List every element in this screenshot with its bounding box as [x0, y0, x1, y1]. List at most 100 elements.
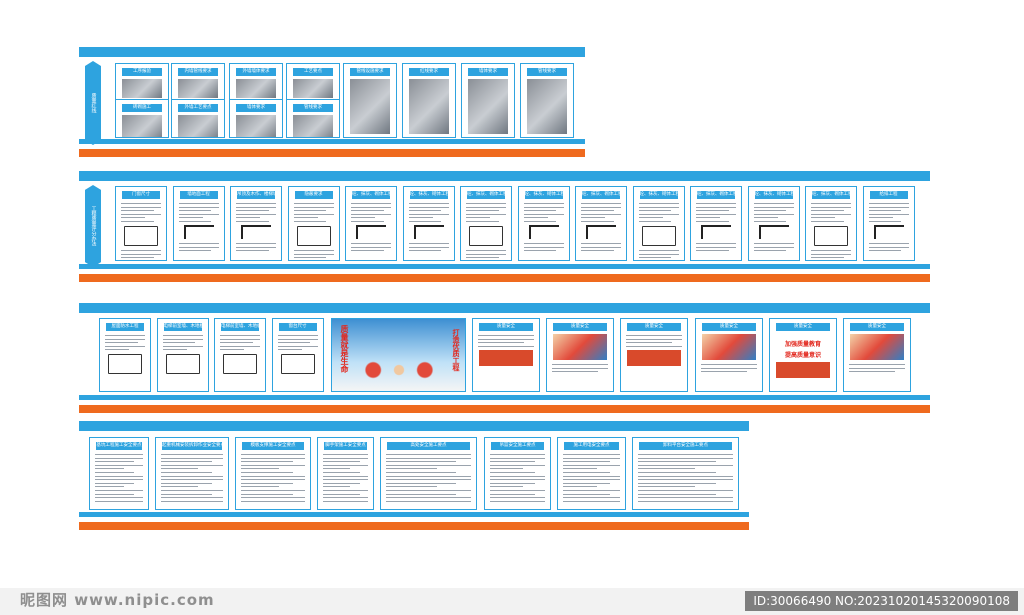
cartoon-figure [850, 334, 904, 360]
photo-panel: 墙体要求 [461, 63, 515, 138]
photo-panel: 管线设施要求 [343, 63, 397, 138]
row-1-side-label: 质量红线 [85, 61, 101, 145]
safety-cartoon-panel: 质量安全 [620, 318, 688, 392]
cartoon-figure [479, 349, 533, 366]
photo-panel: 砖砌施工 [115, 99, 169, 138]
panel-heading: 外墙墙体要求 [236, 68, 276, 76]
site-photo [178, 115, 218, 137]
site-photo [178, 79, 218, 98]
panel-heading: 管线要求 [527, 68, 567, 76]
standard-panel: 隐蔽要求 [287, 186, 340, 261]
panel-heading: 砖砌施工 [122, 104, 162, 112]
site-photo [468, 79, 508, 134]
panel-heading: 墙体要求 [236, 104, 276, 112]
cartoon-figure [553, 334, 607, 360]
panel-heading: 基坑工程施工安全要点 [96, 442, 142, 450]
quality-poster: 质量就是生命 打造优质工程 [331, 318, 466, 392]
panel-heading: 吊篮安全施工要点 [491, 442, 544, 450]
panel-heading: 质量安全 [702, 323, 756, 331]
standard-panel: 砼、抹灰、砌体工程 [517, 186, 570, 261]
safety-text-panel: 施工用电安全要点 [557, 437, 626, 510]
panel-heading: 管线设施要求 [350, 68, 390, 76]
panel-heading: 砼、抹灰、砌体工程 [467, 191, 505, 199]
panel-heading: 砼、抹灰、砌体工程 [697, 191, 735, 199]
site-photo [293, 79, 333, 98]
drawing [241, 224, 271, 239]
photo-panel: 工序报验 [115, 63, 169, 102]
panel-heading: 起重机械安装拆卸作业安全要点 [162, 442, 222, 450]
panel-heading: 砼、抹灰、砌体工程 [409, 191, 448, 199]
site-photo [293, 115, 333, 137]
drawing [183, 224, 214, 239]
panel-heading: 红线要求 [409, 68, 449, 76]
panel-heading: 管线要求 [293, 104, 333, 112]
photo-panel: 墙体要求 [229, 99, 283, 138]
photo-panel: 外墙墙体要求 [229, 63, 283, 102]
panel-heading: 外墙工艺要点 [178, 104, 218, 112]
panel-heading: 吊顶及木作、楼梯墙面 [237, 191, 275, 199]
safety-text-panel: 脚手架施工安全要点 [317, 437, 374, 510]
photo-panel: 管线要求 [286, 99, 340, 138]
drawing [296, 225, 331, 246]
drawing [413, 224, 444, 239]
row-2-side-label: 工程质量评分办法 [85, 185, 101, 267]
drawing [758, 224, 789, 239]
panel-heading: 施工用电安全要点 [564, 442, 619, 450]
standard-panel: 电梯前室墙、木地板工程 [214, 318, 266, 392]
cartoon-figure [627, 349, 681, 366]
photo-panel: 红线要求 [402, 63, 456, 138]
panel-heading: 电梯前室墙、木地板工程 [163, 323, 202, 331]
standard-panel: 砼、抹灰、砌体工程 [345, 186, 397, 261]
site-photo [236, 79, 276, 98]
photo-panel: 管线要求 [520, 63, 574, 138]
panel-heading: 砼、抹灰、砌体工程 [812, 191, 850, 199]
panel-heading: 工艺要点 [293, 68, 333, 76]
panel-heading: 屋面防水工程 [106, 323, 144, 331]
panel-heading: 卸料平台安全施工要点 [639, 442, 732, 450]
drawing [124, 225, 158, 246]
standard-panel: 砼、抹灰、砌体工程 [805, 186, 857, 261]
panel-heading: 给排工程 [869, 191, 908, 199]
image-footer: 昵图网 www.nipic.com ID:30066490 NO:2023102… [0, 588, 1024, 615]
poster-left-slogan: 质量就是生命 [340, 325, 349, 373]
photo-panel: 内墙管线要求 [171, 63, 225, 102]
safety-slogan-2: 提高质量意识 [784, 352, 821, 359]
standard-panel: 墙地面工程 [172, 186, 225, 261]
drawing [701, 224, 731, 239]
standard-panel: 窗台尺寸 [271, 318, 324, 392]
panel-heading: 砼、抹灰、砌体工程 [524, 191, 563, 199]
panel-heading: 门窗尺寸 [122, 191, 160, 199]
safety-text-panel: 吊篮安全施工要点 [484, 437, 551, 510]
panel-heading: 质量安全 [553, 323, 607, 331]
standard-panel: 门窗尺寸 [115, 186, 167, 261]
drawing [873, 224, 904, 239]
safety-text-panel: 模板支撑施工安全要点 [235, 437, 311, 510]
standard-panel: 给排工程 [862, 186, 915, 261]
standard-panel: 砼、抹灰、砌体工程 [690, 186, 742, 261]
safety-cartoon-panel: 质量安全 [695, 318, 763, 392]
standard-panel: 砼、抹灰、砌体工程 [575, 186, 627, 261]
panel-heading: 质量安全 [627, 323, 681, 331]
panel-heading: 砼、抹灰、砌体工程 [639, 191, 678, 199]
site-photo [236, 115, 276, 137]
standard-panel: 砼、抹灰、砌体工程 [632, 186, 685, 261]
panel-heading: 墙地面工程 [179, 191, 218, 199]
site-watermark: 昵图网 www.nipic.com [20, 591, 215, 609]
panel-heading: 砼、抹灰、砌体工程 [582, 191, 620, 199]
safety-text-panel: 卸料平台安全施工要点 [632, 437, 739, 510]
drawing [814, 225, 848, 246]
panel-heading: 砼、抹灰、砌体工程 [352, 191, 390, 199]
drawing [165, 354, 200, 375]
photo-panel: 工艺要点 [286, 63, 340, 102]
standard-panel: 屋面防水工程 [99, 318, 151, 392]
photo-panel: 外墙工艺要点 [171, 99, 225, 138]
drawing [528, 224, 559, 239]
poster-people-illustration [356, 353, 442, 387]
panel-heading: 墙体要求 [468, 68, 508, 76]
site-photo [122, 79, 162, 98]
standard-panel: 电梯前室墙、木地板工程 [156, 318, 209, 392]
panel-heading: 质量安全 [479, 323, 533, 331]
cartoon-figure [702, 334, 756, 360]
display-board-row-4: 基坑工程施工安全要点 起重机械安装拆卸作业安全要点 模板支撑施工安全要点脚手架施工安… [79, 421, 749, 530]
safety-text-panel: 起重机械安装拆卸作业安全要点 [155, 437, 229, 510]
